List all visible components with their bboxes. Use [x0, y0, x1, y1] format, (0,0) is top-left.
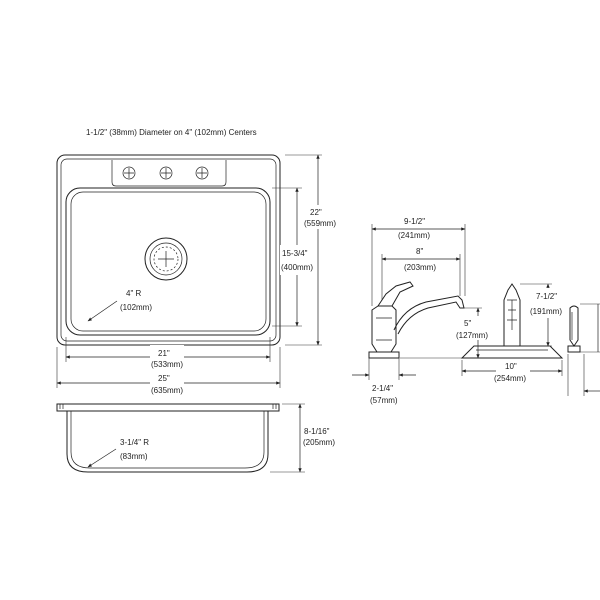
bottom-radius-metric: (83mm) [120, 452, 148, 461]
dim-spout-height: 5" (127mm) [400, 307, 488, 359]
reach-spout-imperial: 8" [416, 247, 423, 256]
corner-radius-imperial: 4" R [126, 289, 142, 298]
height-inner-metric: (400mm) [281, 263, 313, 272]
width-inner-metric: (533mm) [151, 360, 183, 369]
hole-note-label: 1-1/2" (38mm) Diameter on 4" (102mm) Cen… [86, 128, 257, 137]
base-width-metric: (57mm) [370, 396, 398, 405]
bottom-radius-imperial: 3-1/4" R [120, 438, 149, 447]
sink-side-view [56, 403, 280, 473]
reach-overall-imperial: 9-1/2" [404, 217, 425, 226]
dim-deck-height: 7-1/2" (191mm) [520, 283, 566, 347]
base-width-imperial: 2-1/4" [372, 384, 393, 393]
faucet-hole-1 [122, 166, 136, 180]
spout-height-imperial: 5" [464, 319, 471, 328]
corner-radius-metric: (102mm) [120, 303, 152, 312]
spread-metric: (254mm) [494, 374, 526, 383]
dim-spread: 10" (254mm) [461, 360, 563, 385]
dim-bottom-radius: 3-1/4" R (83mm) [87, 438, 149, 468]
spout-height-metric: (127mm) [456, 331, 488, 340]
sink-top-view [56, 154, 281, 346]
depth-metric: (205mm) [303, 438, 335, 447]
dim-height-outer: 22" (559mm) [285, 154, 336, 346]
sprayer-view [567, 305, 581, 353]
width-outer-metric: (635mm) [151, 386, 183, 395]
deck-height-metric: (191mm) [530, 307, 562, 316]
spread-imperial: 10" [505, 362, 517, 371]
faucet-side-view [368, 281, 465, 359]
dim-width-inner: 21" (533mm) [65, 337, 271, 369]
deck-height-imperial: 7-1/2" [536, 292, 557, 301]
reach-spout-metric: (203mm) [404, 263, 436, 272]
dim-reach-spout: 8" (203mm) [381, 247, 461, 300]
dim-depth: 8-1/16" (205mm) [270, 403, 341, 473]
reach-overall-metric: (241mm) [398, 231, 430, 240]
height-inner-imperial: 15-3/4" [282, 249, 308, 258]
depth-imperial: 8-1/16" [304, 427, 330, 436]
dim-corner-radius: 4" R (102mm) [87, 289, 152, 322]
dim-reach-overall: 9-1/2" (241mm) [371, 217, 466, 306]
drain [144, 237, 188, 281]
width-outer-imperial: 25" [158, 374, 170, 383]
height-outer-imperial: 22" [310, 208, 322, 217]
dim-sprayer-height [567, 303, 600, 396]
dim-height-inner: 15-3/4" (400mm) [272, 187, 313, 327]
faucet-hole-2 [159, 166, 173, 180]
dim-base-width: 2-1/4" (57mm) [352, 358, 416, 405]
height-outer-metric: (559mm) [304, 219, 336, 228]
faucet-hole-3 [195, 166, 209, 180]
width-inner-imperial: 21" [158, 349, 170, 358]
dim-width-outer: 25" (635mm) [56, 347, 281, 395]
